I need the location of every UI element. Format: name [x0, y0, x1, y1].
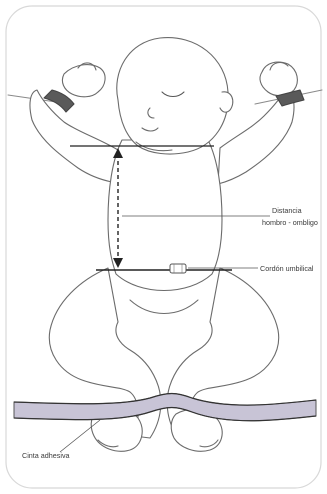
ear: [220, 92, 233, 112]
right-hand: [260, 62, 297, 96]
distance-label-line2: hombro - ombligo: [262, 218, 318, 227]
left-hand: [62, 65, 105, 97]
umbilical-cord-label: Cordón umbilical: [260, 264, 314, 273]
distance-label-line1: Distancia: [272, 206, 302, 215]
head: [117, 38, 228, 154]
umbilical-cord-clamp: [170, 264, 186, 273]
adhesive-tape-label: Cinta adhesiva: [22, 451, 70, 460]
